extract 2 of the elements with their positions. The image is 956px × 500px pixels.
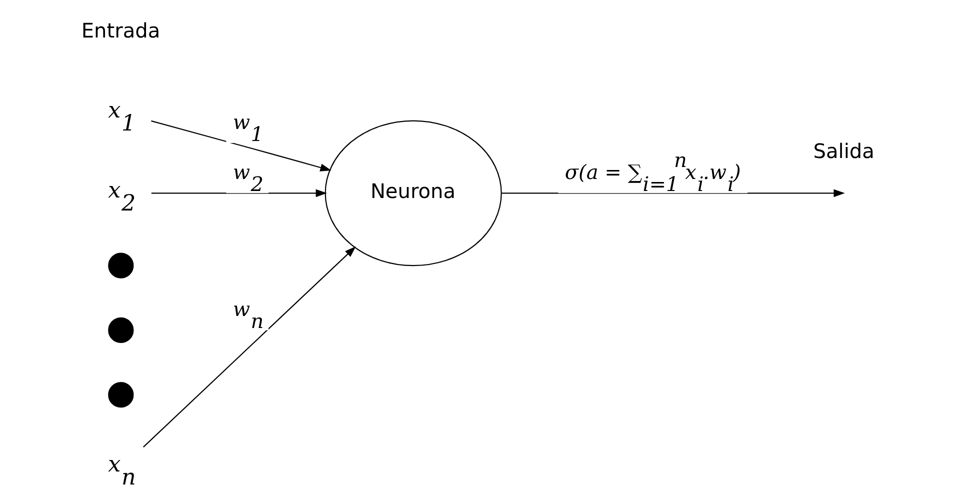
label: Entrada bbox=[80, 18, 160, 43]
label: Salida bbox=[812, 138, 874, 163]
